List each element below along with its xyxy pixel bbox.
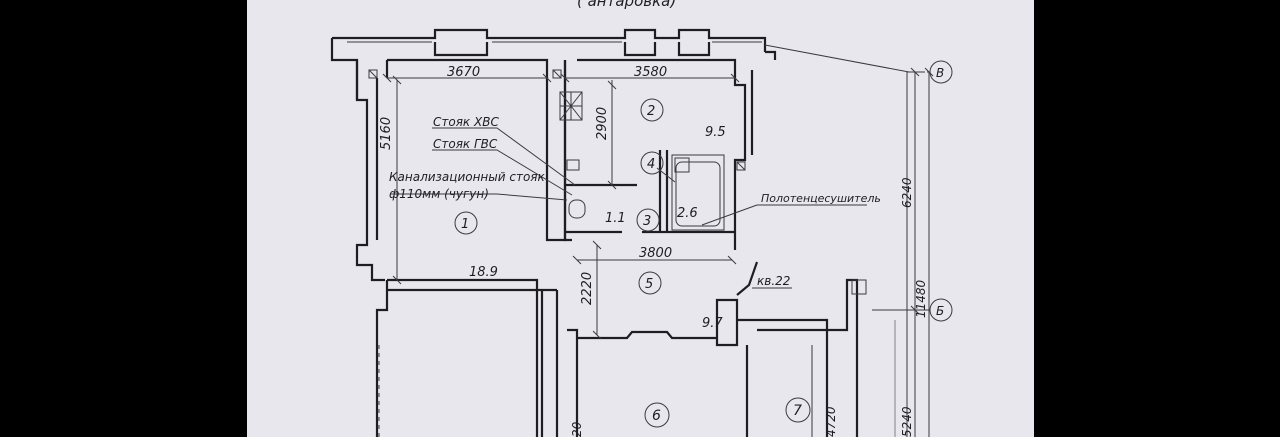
room-number-2: 2 — [647, 104, 655, 119]
exterior-wall-left — [355, 60, 389, 437]
leader-lines — [390, 127, 867, 289]
dim-3800: 3800 — [639, 246, 672, 261]
dim-2900: 2900 — [595, 107, 610, 140]
dim-2220: 2220 — [580, 272, 595, 305]
room-number-5: 5 — [645, 277, 653, 292]
floor-plan-drawing: ( антаровка) 3670 3580 5160 2900 3800 22… — [330, 0, 953, 437]
axis-label-b: Б — [936, 304, 944, 318]
room-number-7: 7 — [793, 403, 802, 419]
room-number-1: 1 — [461, 217, 469, 232]
area-room-5: 9.7 — [702, 316, 723, 331]
label-apartment: кв.22 — [757, 274, 790, 288]
room-number-4: 4 — [647, 157, 655, 172]
room-number-3: 3 — [643, 214, 651, 229]
dim-11480: 11480 — [914, 279, 928, 318]
dim-3580: 3580 — [634, 65, 667, 80]
area-room-3: 1.1 — [605, 211, 626, 226]
dimension-lines — [382, 67, 934, 437]
dim-5160: 5160 — [379, 117, 394, 150]
dim-20: 20 — [570, 421, 584, 437]
label-sewer-size: ф110мм (чугун) — [389, 187, 489, 201]
floor-plan-sheet: ( антаровка) 3670 3580 5160 2900 3800 22… — [247, 0, 1034, 437]
corridor-walls — [378, 261, 867, 437]
room-2-walls — [559, 58, 754, 250]
header-fragment: ( антаровка) — [577, 0, 676, 10]
bathroom-walls — [565, 150, 746, 234]
exterior-wall-top — [330, 28, 767, 100]
room-1-walls — [385, 58, 567, 292]
area-room-4: 2.6 — [677, 206, 698, 221]
room-numbers — [454, 98, 811, 428]
axis-markers — [927, 60, 953, 322]
axis-label-v: В — [936, 66, 944, 80]
label-cold-riser: Стояк ХВС — [433, 115, 499, 129]
room-number-6: 6 — [652, 408, 661, 424]
exterior-wall-right — [764, 44, 927, 437]
label-hot-riser: Стояк ГВС — [433, 137, 498, 151]
dim-6240: 6240 — [900, 177, 914, 208]
area-room-2: 9.5 — [705, 125, 726, 140]
dim-5240: 5240 — [900, 406, 914, 437]
label-sewer-riser: Канализационный стояк — [389, 170, 546, 184]
dim-4720: 4720 — [824, 406, 838, 437]
dim-3670: 3670 — [447, 65, 480, 80]
area-room-1: 18.9 — [469, 265, 498, 280]
label-towel-dryer: Полотенцесушитель — [761, 192, 881, 205]
